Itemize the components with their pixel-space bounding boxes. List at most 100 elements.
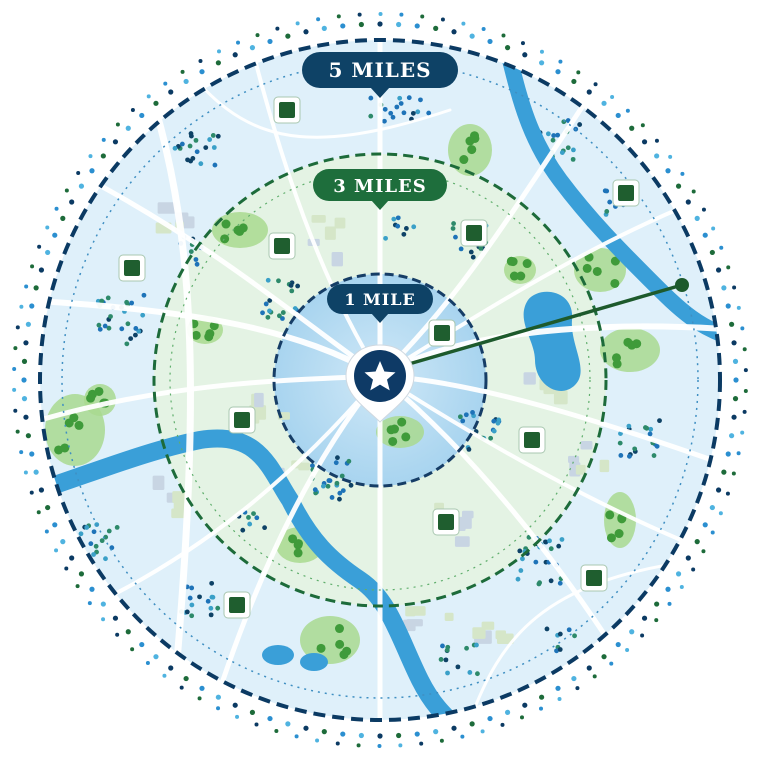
decorative-dot: [100, 601, 106, 607]
decorative-dot: [733, 377, 739, 383]
house-dot: [99, 538, 105, 544]
house-dot: [388, 110, 394, 116]
green-square-marker-icon[interactable]: [273, 96, 301, 124]
decorative-dot: [654, 138, 659, 143]
decorative-dot: [146, 94, 151, 99]
star-location-pin-icon[interactable]: [345, 344, 415, 423]
decorative-dot: [715, 487, 722, 493]
house-dot: [114, 524, 120, 530]
city-block: [157, 202, 176, 214]
label-5-miles: 5 MILES: [302, 52, 458, 98]
decorative-dot: [609, 661, 614, 666]
decorative-dot: [419, 741, 424, 746]
house-dot: [475, 671, 480, 677]
house-dot: [545, 131, 551, 137]
tree-icon: [288, 534, 298, 544]
decorative-dot: [13, 346, 18, 351]
water-layer: [40, 52, 720, 720]
decorative-dot: [702, 522, 708, 528]
parks-layer: [45, 124, 660, 664]
house-dot: [172, 145, 178, 151]
decorative-dot: [641, 615, 648, 621]
decorative-dot: [15, 325, 20, 330]
decorative-dot: [522, 52, 528, 58]
house-dot: [411, 224, 417, 230]
decorative-dot: [24, 284, 29, 289]
city-block: [575, 464, 586, 475]
house-dot: [464, 645, 469, 651]
decorative-dot: [719, 245, 724, 250]
decorative-dot: [23, 340, 29, 346]
green-square-marker-icon[interactable]: [223, 591, 251, 619]
decorative-dot: [36, 510, 41, 515]
decorative-dot: [378, 12, 383, 17]
poi-fill: [274, 238, 290, 254]
house-dot: [251, 511, 256, 516]
house-dot: [276, 313, 282, 319]
green-square-marker-icon[interactable]: [432, 508, 460, 536]
lake: [523, 291, 581, 391]
outer-ring-inner-dotted: [61, 61, 699, 699]
house-dot: [198, 161, 204, 167]
decorative-dot: [232, 702, 238, 708]
decorative-dot: [520, 41, 525, 46]
decorative-dot: [640, 123, 645, 128]
house-dot: [415, 109, 421, 115]
green-square-marker-icon[interactable]: [612, 179, 640, 207]
decorative-dot: [38, 487, 45, 493]
green-square-marker-icon[interactable]: [228, 406, 256, 434]
tree-icon: [397, 417, 407, 427]
house-dot: [337, 496, 342, 502]
house-dot: [265, 277, 271, 283]
house-dot: [215, 605, 221, 611]
decorative-dot: [654, 153, 660, 159]
house-dot: [618, 431, 623, 437]
house-dot: [368, 95, 374, 101]
decorative-dot: [433, 25, 439, 31]
decorative-dot: [668, 154, 673, 159]
city-block: [331, 251, 343, 267]
decorative-dot: [732, 285, 737, 290]
decorative-dot: [691, 567, 696, 572]
green-square-marker-icon[interactable]: [518, 426, 546, 454]
road: [468, 558, 702, 720]
decorative-dot: [275, 26, 280, 31]
decorative-dot: [685, 199, 691, 205]
house-dot: [263, 301, 269, 307]
decorative-dot: [64, 566, 69, 571]
house-dot: [544, 626, 550, 632]
green-square-marker-icon[interactable]: [580, 564, 608, 592]
house-dot: [124, 341, 130, 347]
house-dot: [478, 245, 484, 251]
decorative-dot: [729, 321, 735, 327]
house-dot: [418, 97, 423, 103]
decorative-dot: [101, 617, 106, 622]
decorative-dot: [654, 601, 660, 607]
city-block: [568, 455, 580, 464]
house-dot: [334, 480, 340, 486]
green-square-marker-icon[interactable]: [428, 319, 456, 347]
house-dot: [455, 664, 461, 670]
green-square-marker-icon[interactable]: [118, 254, 146, 282]
decorative-dot: [54, 206, 59, 211]
decorative-dot: [89, 168, 95, 174]
house-dot: [310, 463, 315, 469]
house-dot: [444, 647, 450, 653]
decorative-dot: [199, 685, 205, 691]
decorative-dot: [179, 685, 184, 690]
city-block: [580, 441, 593, 450]
decorative-dot: [539, 60, 545, 66]
green-square-marker-icon[interactable]: [460, 219, 488, 247]
decorative-dot: [76, 170, 81, 175]
tree-icon: [610, 256, 620, 266]
house-dot: [108, 314, 113, 319]
decorative-dot: [125, 125, 131, 131]
tree-icon: [592, 266, 602, 276]
house-dot: [325, 483, 331, 489]
decorative-dot: [321, 729, 327, 735]
poi-fill: [279, 102, 295, 118]
tree-icon: [516, 271, 526, 281]
decorative-dot: [357, 12, 362, 17]
house-dot: [276, 278, 281, 284]
green-square-marker-icon[interactable]: [268, 232, 296, 260]
